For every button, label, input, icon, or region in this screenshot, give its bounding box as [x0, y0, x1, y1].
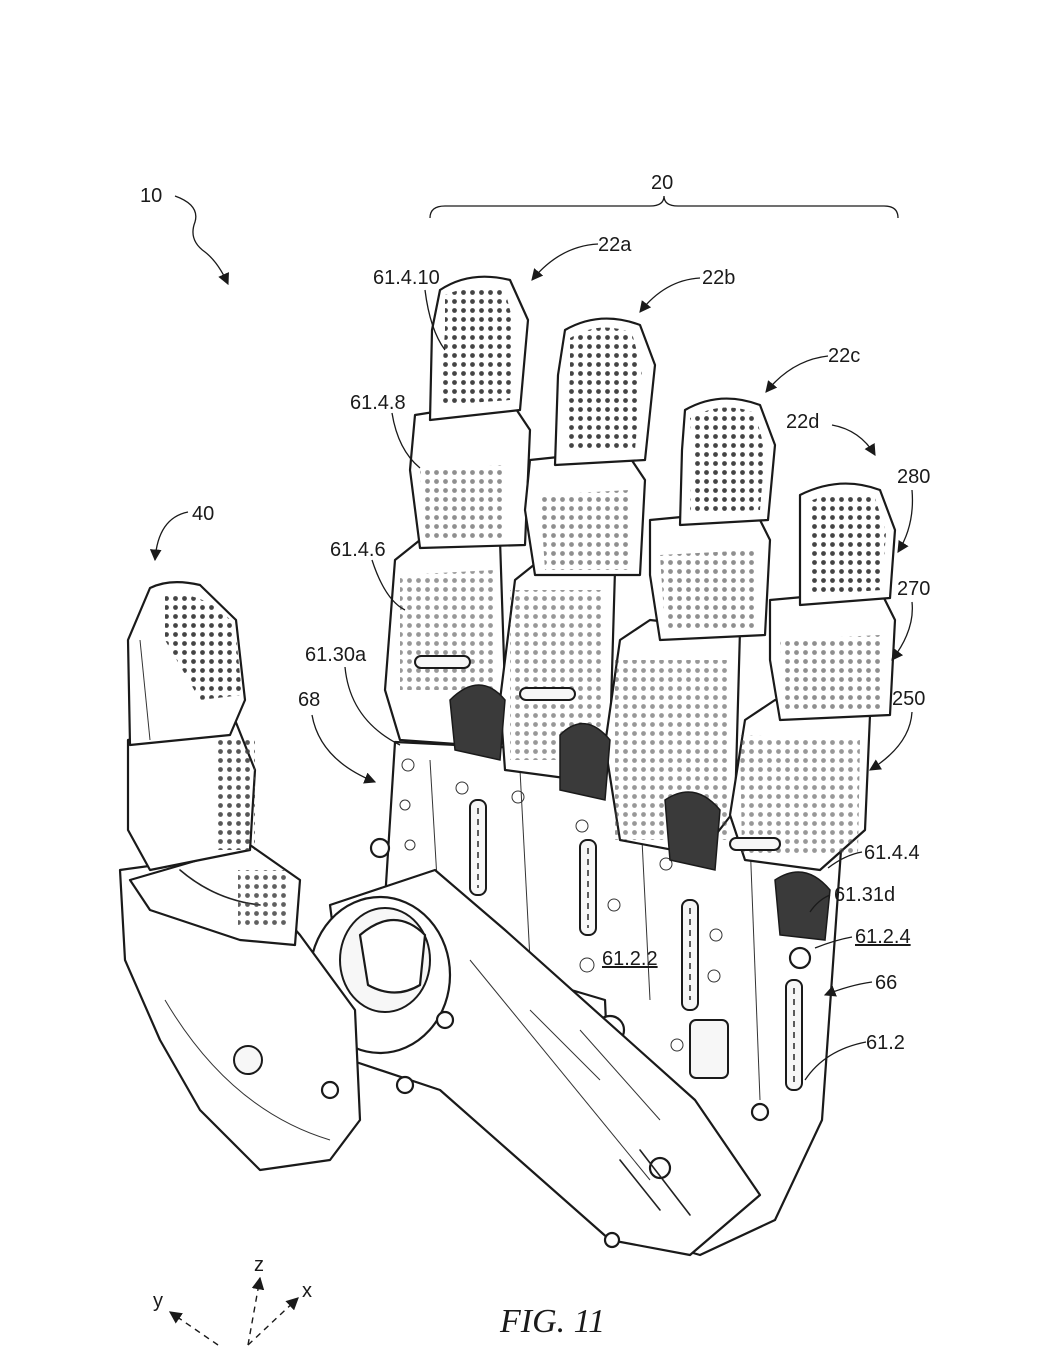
leader-lines	[149, 195, 914, 1081]
coordinate-axes: z x y	[153, 1254, 312, 1346]
knuckle-linkages	[449, 684, 831, 941]
label-61-30a: 61.30a	[305, 644, 367, 666]
label-280: 280	[897, 466, 930, 488]
label-61-4-10: 61.4.10	[373, 267, 440, 289]
label-22b: 22b	[702, 267, 735, 289]
thumb-assembly	[118, 581, 362, 1172]
palm-slot-rails	[469, 799, 803, 1091]
label-10: 10	[140, 185, 162, 207]
label-66: 66	[875, 972, 897, 994]
label-22c: 22c	[828, 345, 860, 367]
label-250: 250	[892, 688, 925, 710]
finger-22d	[728, 482, 897, 872]
label-61-2-2: 61.2.2	[602, 948, 658, 970]
label-61-31d: 61.31d	[834, 884, 895, 906]
label-61-4-6: 61.4.6	[330, 539, 386, 561]
label-61-4-8: 61.4.8	[350, 392, 406, 414]
finger-22a	[383, 275, 532, 747]
label-22a: 22a	[598, 234, 632, 256]
robotic-hand-illustration	[118, 275, 897, 1257]
label-270: 270	[897, 578, 930, 600]
axis-label-z: z	[254, 1254, 264, 1276]
reference-labels: 10 20 22a 22b 22c 22d 40 61.4.10 61.4.8 …	[140, 172, 930, 1054]
label-40: 40	[192, 503, 214, 525]
label-61-4-4: 61.4.4	[864, 842, 920, 864]
palm-plate	[369, 740, 844, 1257]
label-61-2: 61.2	[866, 1032, 905, 1054]
label-61-2-4: 61.2.4	[855, 926, 911, 948]
label-22d: 22d	[786, 411, 819, 433]
label-68: 68	[298, 689, 320, 711]
axis-label-y: y	[153, 1290, 163, 1312]
wrist-actuator	[308, 868, 762, 1257]
axis-label-x: x	[302, 1280, 312, 1302]
label-20: 20	[651, 172, 673, 194]
figure-caption: FIG. 11	[499, 1303, 605, 1340]
palm-pin-holes	[399, 758, 723, 1052]
